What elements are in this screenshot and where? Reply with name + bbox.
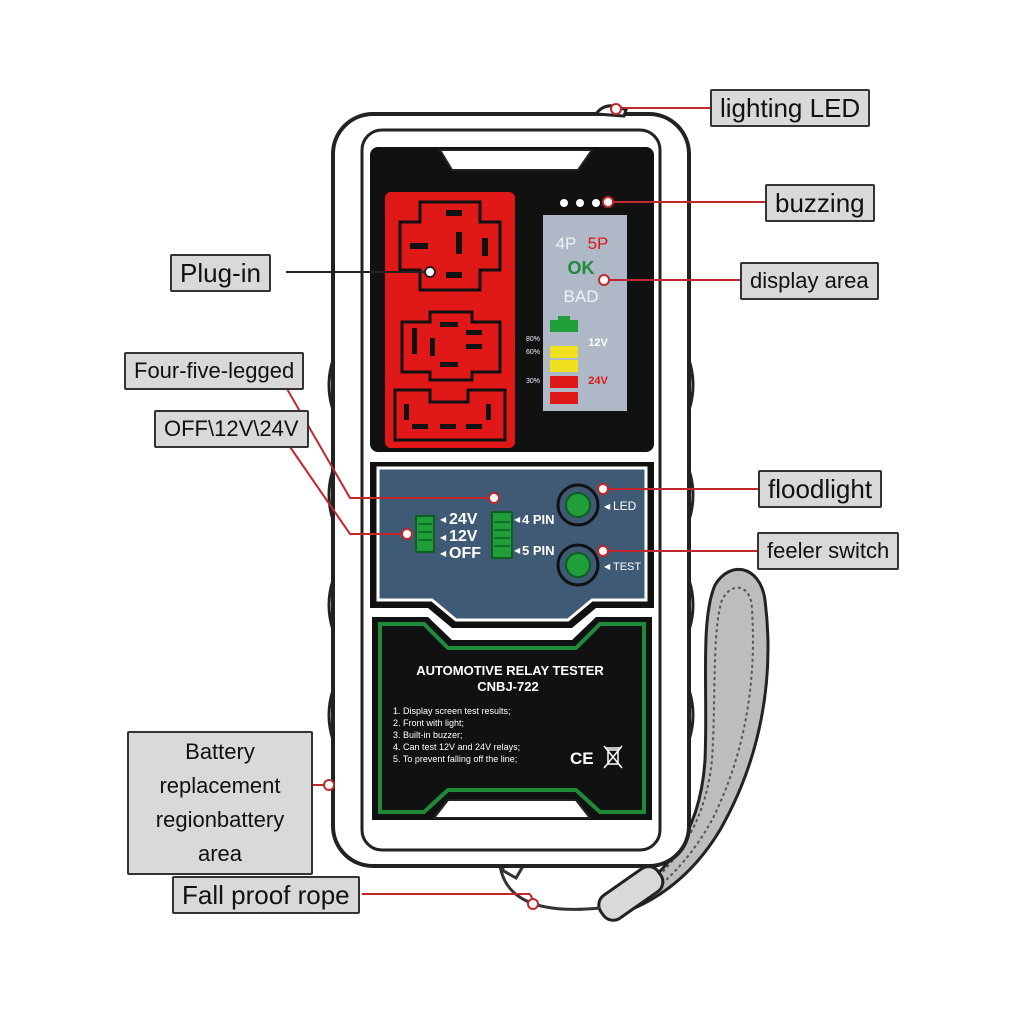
weee-bin-icon	[603, 745, 623, 769]
label-24v: 24V	[449, 511, 478, 528]
pointer-icon: ◀	[514, 546, 521, 555]
label-panel: AUTOMOTIVE RELAY TESTER CNBJ-722 1. Disp…	[372, 617, 652, 820]
relay-socket[interactable]	[385, 192, 515, 448]
callout-display-area: display area	[740, 262, 879, 300]
pin-switch[interactable]	[491, 511, 513, 559]
label-test: TEST	[613, 561, 641, 573]
display-bad: BAD	[564, 287, 599, 306]
label-model: CNBJ-722	[477, 679, 538, 694]
pointer-icon: ◀	[604, 502, 611, 511]
pointer-icon: ◀	[604, 562, 611, 571]
feature-item: 4. Can test 12V and 24V relays;	[393, 742, 520, 752]
display-5p: 5P	[588, 234, 609, 253]
display-ok: OK	[568, 258, 595, 278]
label-led: LED	[613, 499, 637, 513]
callout-feeler-switch: feeler switch	[757, 532, 900, 570]
callout-lighting-led: lighting LED	[710, 89, 871, 127]
pointer-icon: ◀	[440, 515, 447, 524]
battery-bar-red	[550, 392, 578, 404]
pointer-icon: ◀	[440, 533, 447, 542]
battery-bar-yellow	[550, 360, 578, 372]
buzzer-hole	[592, 199, 600, 207]
display-4p: 4P	[556, 234, 577, 253]
feature-item: 1. Display screen test results;	[393, 706, 511, 716]
buzzer-hole	[576, 199, 584, 207]
floodlight-button[interactable]	[565, 492, 591, 518]
buzzer-hole	[560, 199, 568, 207]
callout-buzzing: buzzing	[765, 184, 875, 222]
callout-fall-proof-rope: Fall proof rope	[172, 876, 360, 914]
ce-mark: CE	[570, 749, 594, 768]
feature-item: 3. Built-in buzzer;	[393, 730, 463, 740]
label-off: OFF	[449, 545, 481, 562]
volt-12v: 12V	[588, 337, 608, 349]
label-title: AUTOMOTIVE RELAY TESTER	[416, 663, 604, 678]
callout-battery-area: Battery replacement regionbattery area	[127, 731, 313, 875]
callout-off-12v-24v: OFF\12V\24V	[154, 410, 309, 448]
pct-80: 80%	[526, 336, 540, 343]
label-12v: 12V	[449, 528, 478, 545]
callout-plug-in: Plug-in	[170, 254, 271, 292]
test-button[interactable]	[565, 552, 591, 578]
feature-item: 5. To prevent falling off the line;	[393, 754, 517, 764]
label-4pin: 4 PIN	[522, 512, 555, 527]
plug-in-line	[286, 266, 436, 278]
pointer-icon: ◀	[514, 515, 521, 524]
callout-floodlight: floodlight	[758, 470, 883, 508]
display-area: 4P 5P OK BAD 80% 60% 30% 12V 24V	[523, 196, 641, 430]
battery-bar-red	[550, 376, 578, 388]
feature-item: 2. Front with light;	[393, 718, 464, 728]
pointer-icon: ◀	[440, 549, 447, 558]
pct-30: 30%	[526, 378, 540, 385]
voltage-switch[interactable]	[415, 515, 435, 553]
battery-bar-green	[550, 320, 578, 332]
label-5pin: 5 PIN	[522, 543, 555, 558]
battery-bar-yellow	[550, 346, 578, 358]
volt-24v: 24V	[588, 375, 608, 387]
control-panel: ◀ ◀ ◀ 24V 12V OFF ◀ ◀ 4 PIN 5 PIN ◀ LED …	[370, 462, 654, 628]
pct-60: 60%	[526, 349, 540, 356]
callout-four-five-legged: Four-five-legged	[124, 352, 305, 390]
